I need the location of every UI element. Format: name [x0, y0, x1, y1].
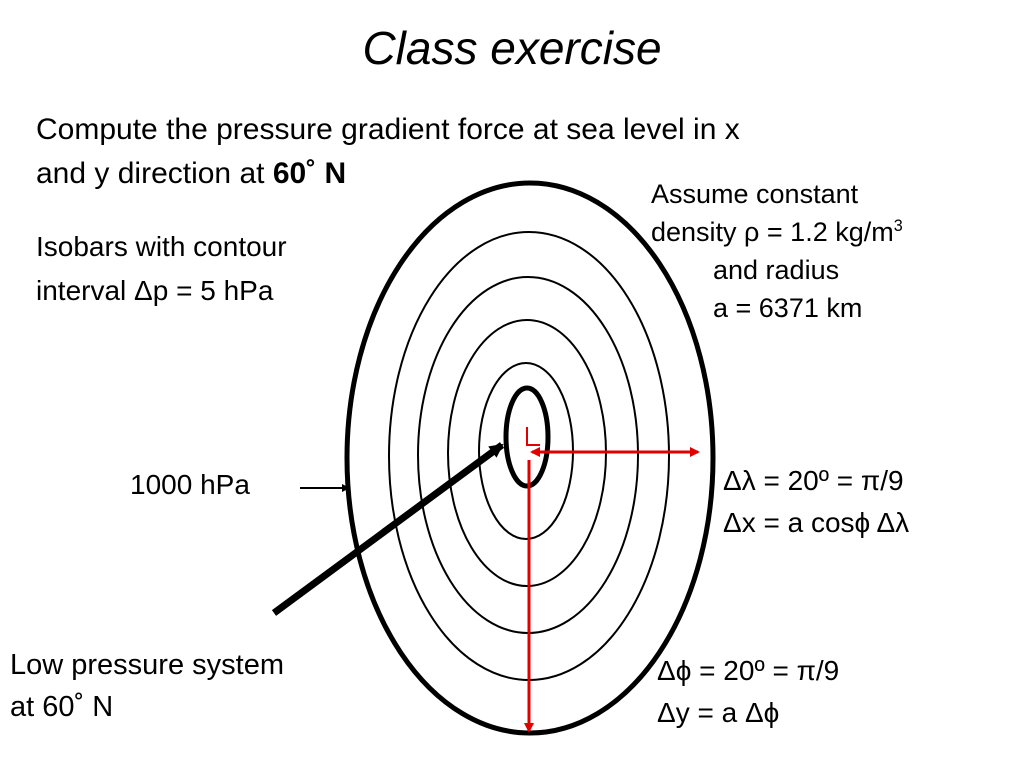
task-description: Compute the pressure gradient force at s…	[36, 108, 740, 196]
delta-phi-formula: Δϕ = 20º = π/9	[657, 655, 840, 686]
delta-lambda-formula: Δλ = 20º = π/9	[723, 465, 904, 496]
center-marker	[526, 427, 540, 446]
delta-x-formula: Δx = a cosϕ Δλ	[723, 507, 910, 538]
isobar-interval-note: Isobars with contour interval Δp = 5 hPa	[36, 225, 287, 313]
isobar-outer	[344, 180, 716, 736]
assumption-line-4: a = 6371 km	[713, 293, 863, 323]
assumptions-text: Assume constant density ρ = 1.2 kg/m3 an…	[651, 175, 903, 327]
center-pressure-label: 1000 hPa	[130, 469, 250, 500]
task-line-2: and y direction at 60˚ N	[36, 152, 740, 196]
density-exponent: 3	[893, 217, 903, 235]
assumption-line-3: and radius	[713, 255, 840, 285]
assumption-line-2: density ρ = 1.2 kg/m3	[651, 213, 903, 251]
slide-title: Class exercise	[362, 22, 662, 74]
y-formulas: Δϕ = 20º = π/9 Δy = a Δϕ	[657, 650, 839, 734]
isobar-center-low	[503, 385, 551, 489]
task-line-2-text: and y direction at	[36, 157, 273, 190]
assumption-line-1: Assume constant	[651, 179, 859, 209]
low-pointer-arrow	[271, 442, 505, 616]
x-formulas: Δλ = 20º = π/9 Δx = a cosϕ Δλ	[723, 460, 909, 544]
low-pressure-label: Low pressure system at 60˚ N	[10, 644, 284, 728]
low-label-line-2: at 60˚ N	[10, 691, 114, 723]
density-text: density ρ = 1.2 kg/m	[651, 217, 894, 247]
latitude-bold: 60˚ N	[272, 157, 347, 190]
delta-y-formula: Δy = a Δϕ	[657, 697, 780, 728]
low-label-line-1: Low pressure system	[10, 649, 284, 681]
task-line-1: Compute the pressure gradient force at s…	[36, 113, 740, 146]
isobar-note-line-1: Isobars with contour	[36, 231, 287, 262]
isobar-note-line-2: interval Δp = 5 hPa	[36, 275, 274, 306]
